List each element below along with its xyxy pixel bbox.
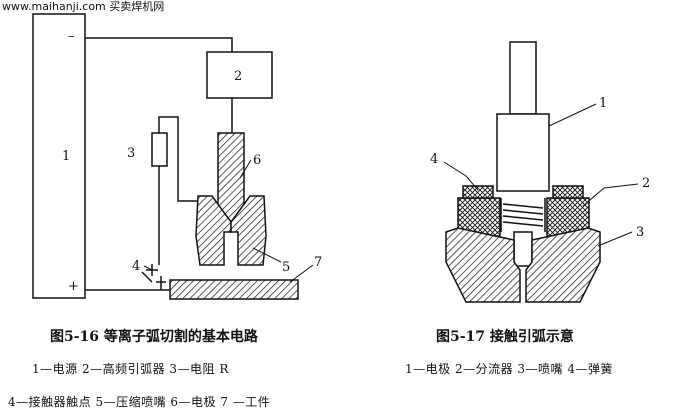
nozzle-left-17 — [445, 227, 521, 303]
label-4: 4 — [132, 259, 140, 274]
figure-5-17-contact-start — [445, 41, 601, 303]
label-7: 7 — [314, 255, 322, 270]
nozzle-right — [230, 195, 267, 266]
leader-6 — [239, 159, 252, 179]
contactor-contact — [146, 264, 166, 290]
leader-7 — [289, 264, 314, 283]
hf-arc-starter-box — [206, 51, 273, 99]
legend-right: 1—电极 2—分流器 3—喷嘴 4—弹簧 — [405, 362, 613, 376]
legend-left-line2: 4—接触器触点 5—压缩喷嘴 6—电极 7 —工件 — [8, 395, 271, 409]
nozzle-right-17 — [525, 227, 601, 303]
watermark: www.maihanji.com 买卖焊机网 — [2, 0, 165, 13]
wire-negative — [85, 37, 233, 52]
wire-resistor-to-nozzle — [158, 116, 198, 202]
leader-5 — [252, 247, 282, 263]
label-3: 3 — [127, 146, 135, 161]
resistor-r — [151, 132, 168, 167]
polarity-plus: + — [68, 279, 79, 294]
polarity-minus: – — [68, 29, 75, 44]
electrode-body — [496, 113, 550, 192]
legend-left-line1: 1—电源 2—高频引弧器 3—电阻 R — [32, 362, 229, 376]
electrode-tip — [513, 231, 533, 267]
caption-left: 图5-16 等离子弧切割的基本电路 — [50, 329, 258, 345]
label-r1: 1 — [599, 96, 607, 111]
label-r3: 3 — [636, 225, 644, 240]
label-r2: 2 — [642, 176, 650, 191]
diverter-top-right — [552, 185, 584, 199]
power-supply-box — [32, 13, 86, 299]
label-5: 5 — [282, 260, 290, 275]
label-2: 2 — [234, 69, 242, 84]
contactor-arrow — [141, 271, 153, 283]
label-r4: 4 — [430, 152, 438, 167]
leader-r4 — [443, 161, 479, 191]
workpiece — [169, 279, 299, 300]
diverter-top-left — [462, 185, 494, 199]
spring — [502, 203, 544, 227]
leader-r2 — [582, 183, 639, 207]
electrode-rod-top — [509, 41, 537, 115]
label-1: 1 — [62, 149, 70, 164]
caption-right: 图5-17 接触引弧示意 — [436, 329, 574, 345]
leader-4 — [143, 265, 153, 271]
leader-r1 — [548, 103, 597, 127]
label-6: 6 — [253, 153, 261, 168]
nozzle-left — [195, 195, 232, 266]
leader-r3 — [597, 231, 633, 247]
